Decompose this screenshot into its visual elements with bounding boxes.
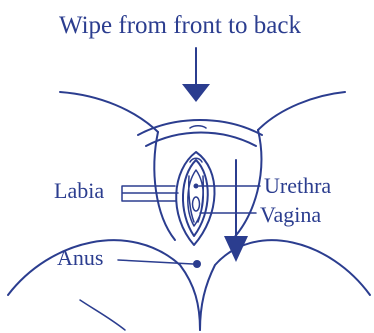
urethra-callout: Urethra xyxy=(199,173,331,198)
anus-marker xyxy=(193,260,201,268)
top-down-arrow xyxy=(182,48,210,102)
front-to-back-arrow xyxy=(224,160,248,262)
urethra-label: Urethra xyxy=(264,173,331,198)
vagina-label: Vagina xyxy=(260,202,321,227)
anus-label: Anus xyxy=(57,245,103,270)
vagina-callout: Vagina xyxy=(200,202,321,227)
diagram-title: Wipe from front to back xyxy=(59,12,301,39)
vulva-illustration xyxy=(176,152,214,245)
labia-label: Labia xyxy=(54,178,104,203)
anus-callout: Anus xyxy=(57,245,193,270)
labia-callout: Labia xyxy=(54,178,178,203)
